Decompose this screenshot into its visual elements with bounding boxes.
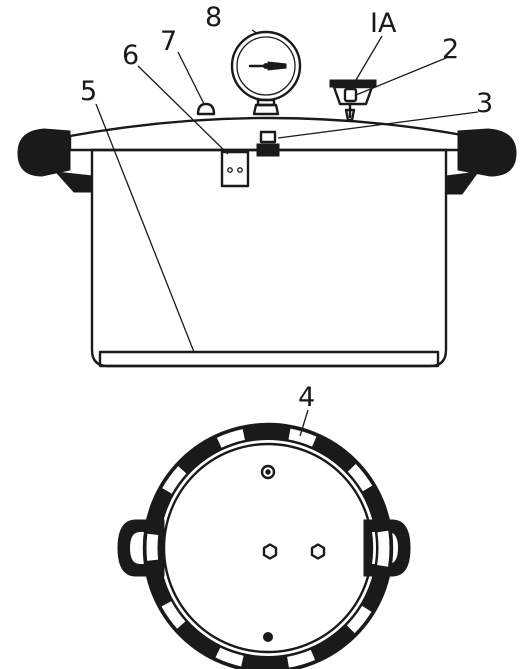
canner-body [90,148,448,368]
top-view-gauge-fitting-center [265,469,271,475]
callout-labels: 8 7 6 5 IA 2 3 4 [80,2,493,413]
lid-outer-edge [142,422,394,669]
leader-2 [355,57,447,96]
canner-top-view [117,422,411,669]
leader-lines [95,29,479,437]
canning-rack-icon [98,350,440,368]
left-handle-mount [54,171,93,193]
overpressure-plug-icon [196,102,216,116]
callout-5: 5 [80,76,97,107]
pressure-gauge-icon [230,30,302,116]
callout-4: 4 [298,382,315,413]
leader-4 [299,409,309,437]
top-view-gauge-fitting [260,464,276,480]
leader-1a [355,35,383,81]
canner-side-view [17,30,517,368]
left-handle [17,128,71,177]
leader-5 [95,103,195,353]
leader-3 [277,111,479,139]
top-view-overpressure-plug [263,632,273,642]
lid-inner-edge [162,442,374,654]
bracket-rivet-left [227,167,233,173]
right-handle [457,128,517,177]
lid-lock-bracket-icon [220,150,250,188]
air-vent-icon [256,130,280,157]
leader-7 [177,51,205,105]
top-view-air-vent-nut [310,543,326,560]
top-view-vent-pipe-nut [262,543,278,560]
callout-8: 8 [205,2,222,33]
callout-6: 6 [122,40,139,71]
callout-2: 2 [442,34,459,65]
sealing-ring-segments [146,426,390,669]
callout-7: 7 [160,26,177,57]
bracket-rivet-right [237,167,243,173]
callout-1a: IA [370,8,397,39]
callout-3: 3 [476,88,493,119]
leader-8 [251,29,259,35]
right-handle-mount [445,171,480,195]
leader-6 [137,65,229,155]
pressure-regulator-weight-icon [329,79,377,106]
